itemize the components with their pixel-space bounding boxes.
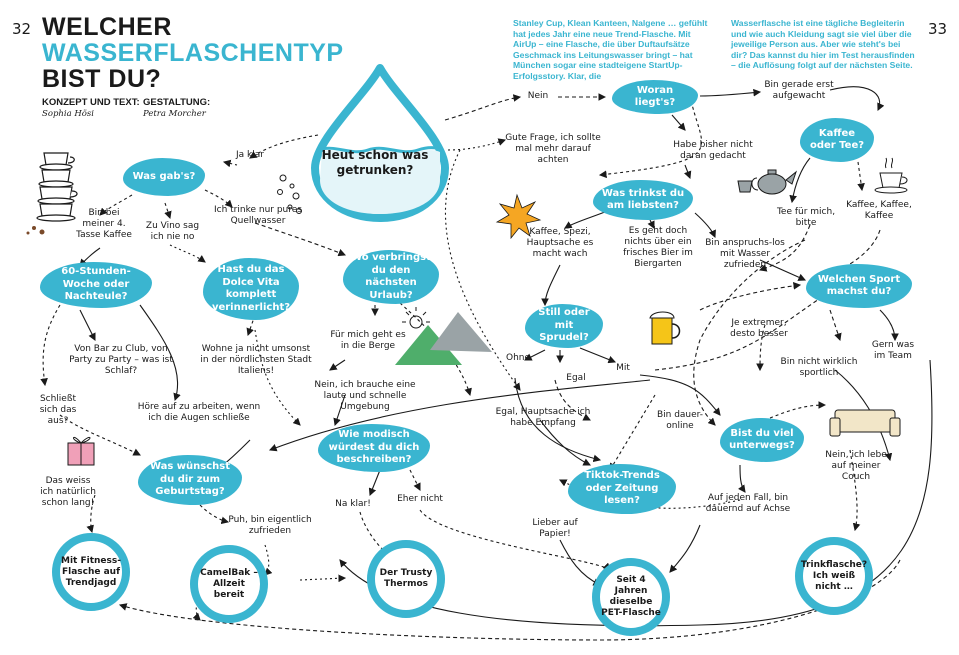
answer-laute-umgebung[interactable]: Nein, ich brauche eine laute und schnell… [314,380,416,412]
beer-mug-icon [649,311,681,345]
answer-nicht-gedacht[interactable]: Habe bisher nicht daran gedacht [673,140,753,161]
intro-column-2: Wasserflasche ist eine tägliche Begleite… [731,18,915,71]
answer-berge[interactable]: Für mich geht es in die Berge [330,330,406,351]
question-was-gabs[interactable]: Was gab's? [123,158,205,196]
starburst-icon [495,193,542,240]
answer-von-bar-zu-club[interactable]: Von Bar zu Club, von Party zu Party – wa… [69,344,173,376]
answer-ohne[interactable]: Ohne [505,353,531,363]
answer-empfang[interactable]: Egal, Hauptsache ich habe Empfang [495,407,591,428]
arrow-drop-to-gute-frage [447,138,507,151]
design-name: Petra Morcher [143,109,206,119]
question-kaffee-oder-tee[interactable]: Kaffee oder Tee? [800,118,874,162]
couch-icon [829,409,901,437]
answer-tee[interactable]: Tee für mich, bitte [776,207,836,228]
answer-kaffee-kaffee[interactable]: Kaffee, Kaffee, Kaffee [846,200,912,221]
gift-icon [67,436,95,466]
question-still-oder-sprudel[interactable]: Still oder mit Sprudel? [525,304,603,348]
answer-gute-frage[interactable]: Gute Frage, ich sollte mal mehr darauf a… [505,133,601,165]
answer-im-team[interactable]: Gern was im Team [871,340,915,361]
question-tiktok-zeitung[interactable]: Tiktok-Trends oder Zeitung lesen? [568,464,676,514]
result-fitness-flasche[interactable]: Mit Fitness-Flasche auf Trendjagd [52,533,130,611]
question-modisch[interactable]: Wie modisch würdest du dich beschreiben? [318,424,430,472]
question-welchen-sport[interactable]: Welchen Sport machst du? [806,264,912,308]
concept-name: Sophia Hösi [42,109,94,119]
answer-wohne-ja[interactable]: Wohne ja nicht umsonst in der nördlichst… [200,344,312,376]
answer-nein[interactable]: Nein [527,91,549,101]
answer-schliesst-sich-aus[interactable]: Schließt sich das aus? [39,394,77,426]
credits-design: GESTALTUNG: Petra Morcher [143,97,210,120]
teapot-icon [737,169,798,195]
arrow-drop-to-nein [444,94,522,121]
answer-nicht-sportlich[interactable]: Bin nicht wirklich sportlich [780,357,858,378]
intro-column-1: Stanley Cup, Klean Kanteen, Nalgene … ge… [513,18,708,81]
mountains-icon [395,307,492,365]
answer-anspruchslos[interactable]: Bin anspruchs-los mit Wasser zufrieden [705,238,785,270]
answer-tasse-kaffee[interactable]: Bin bei meiner 4. Tasse Kaffee [76,208,132,240]
credits-concept: KONZEPT UND TEXT: Sophia Hösi [42,97,140,120]
page-number-right: 33 [928,20,948,38]
title-line-2: WASSERFLASCHENTYP [42,39,344,67]
result-trusty-thermos[interactable]: Der Trusty Thermos [367,540,445,618]
answer-dauer-online[interactable]: Bin dauer-online [656,410,704,431]
answer-je-extremer[interactable]: Je extremer, desto besser [730,318,788,339]
result-trinkflasche[interactable]: Trinkflasche? Ich weiß nicht … [795,537,873,615]
water-drop-illustration [311,64,449,222]
answer-bier-biergarten[interactable]: Es geht doch nichts über ein frisches Bi… [623,226,693,269]
question-geburtstag[interactable]: Was wünschst du dir zum Geburtstag? [138,455,242,505]
answer-quellwasser[interactable]: Ich trinke nur pures Quellwasser [213,205,302,226]
title-line-3: BIST DU? [42,65,162,93]
title-line-1: WELCHER [42,13,172,41]
answer-egal[interactable]: Egal [566,373,586,383]
answer-hoere-auf[interactable]: Höre auf zu arbeiten, wenn ich die Augen… [137,402,261,423]
start-question[interactable]: Heut schon was getrunken? [321,148,429,177]
answer-zu-vino[interactable]: Zu Vino sag ich nie no [145,221,200,242]
page-number-left: 32 [12,20,32,38]
question-dolce-vita[interactable]: Hast du das Dolce Vita komplett verinner… [203,258,299,320]
answer-eher-nicht[interactable]: Eher nicht [397,494,443,504]
result-pet-flasche[interactable]: Seit 4 Jahren dieselbe PET-Flasche [592,558,670,636]
answer-kaffee-spezi[interactable]: Kaffee, Spezi, Hauptsache es macht wach [526,227,594,259]
page-title: WELCHER WASSERFLASCHENTYP BIST DU? [42,14,344,92]
question-urlaub[interactable]: Wo verbringst du den nächsten Urlaub? [343,250,439,304]
answer-couch[interactable]: Nein, ich lebe auf meiner Couch [825,450,887,482]
bubbles-icon [277,174,302,214]
question-woran-liegts[interactable]: Woran liegt's? [612,80,698,114]
answer-lieber-papier[interactable]: Lieber auf Papier! [532,518,578,539]
result-camelbak[interactable]: CamelBak – Allzeit bereit [190,545,268,623]
answer-weiss-ich-schon[interactable]: Das weiss ich natürlich schon lang! [40,476,96,508]
answer-mit[interactable]: Mit [616,363,630,373]
stacked-cups-icon [26,152,78,235]
arrow-drop-to-ja-klar [249,134,319,159]
answer-ja-klar[interactable]: Ja klar [236,150,264,160]
answer-puh-zufrieden[interactable]: Puh, bin eigentlich zufrieden [228,515,312,536]
question-60-stunden-woche[interactable]: 60-Stunden-Woche oder Nachteule? [40,262,152,308]
answer-gerade-aufgewacht[interactable]: Bin gerade erst aufgewacht [764,80,834,101]
question-viel-unterwegs[interactable]: Bist du viel unterwegs? [720,418,804,462]
question-was-trinkst-du[interactable]: Was trinkst du am liebsten? [593,180,693,220]
answer-auf-achse[interactable]: Auf jeden Fall, bin dauernd auf Achse [705,493,791,514]
concept-label: KONZEPT UND TEXT: [42,97,140,108]
design-label: GESTALTUNG: [143,97,211,108]
answer-na-klar[interactable]: Na klar! [335,499,371,509]
coffee-cup-icon [874,157,908,194]
